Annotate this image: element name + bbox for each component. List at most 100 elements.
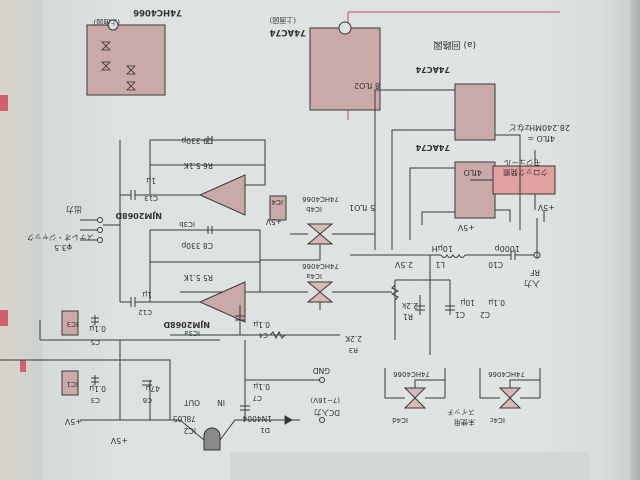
pinout-4066-title: 74HC4066	[133, 7, 182, 17]
c10-value: 1000p	[495, 244, 520, 253]
c6-value: 47μ	[145, 384, 160, 393]
ic1-supply: +5V	[64, 417, 82, 426]
l1-ref: L1	[435, 260, 445, 269]
ic1b-flipflop	[454, 83, 496, 141]
c12-ref: C12	[138, 308, 152, 316]
ic4c-ref: IC4c	[490, 416, 505, 424]
l1-value: 10μH	[432, 244, 453, 253]
c13-value: 1μ	[146, 176, 156, 185]
osc-label-line2: モジュール	[504, 158, 541, 167]
ic2-ref: IC2	[184, 426, 196, 435]
rf-input-label2: 入力	[524, 279, 540, 289]
pinout-74-title: 74AC74	[269, 27, 306, 37]
ic4d-part: 74HC4066	[393, 370, 430, 378]
ic1a-part-label: 74AC74	[415, 143, 450, 152]
ic3a-part: NJM2068D	[163, 320, 210, 329]
ic1a-output-label: 5 fLO1	[349, 203, 375, 212]
d1-part: 1N4004	[242, 414, 272, 423]
output-jack-type: ステレオ・ジャック	[27, 233, 94, 242]
c3-value: 0.1μ	[89, 384, 106, 393]
supply-label: +5V	[537, 203, 555, 212]
gnd-label: GND	[313, 366, 330, 375]
c4-ref: C4	[258, 331, 268, 339]
c10-ref: C10	[488, 260, 503, 269]
d1-ref: D1	[260, 426, 270, 434]
osc-output-label: 4fLO	[464, 168, 482, 177]
pinout-74-view: (上面図)	[269, 16, 296, 25]
page-gutter	[0, 0, 42, 480]
c7-value: 0.1μ	[253, 382, 270, 391]
analog-switch-ic4b	[306, 223, 334, 245]
analog-switch-ic4c	[498, 387, 522, 409]
freq-note-line1: 4fLO =	[527, 134, 555, 143]
ic4a-part: 74HC4066	[302, 262, 339, 270]
ic1b-part-label: 74AC74	[415, 65, 450, 74]
ic4-supply: +5V	[265, 217, 282, 226]
main-supply: +5V	[110, 436, 128, 445]
supply-label: +5V	[457, 223, 475, 232]
opamp-ic3a	[198, 281, 246, 323]
c12-value: 1μ	[142, 290, 152, 299]
footer-band	[230, 452, 590, 480]
dc-input-range: (7~16V)	[310, 396, 340, 404]
regulator-ic2	[203, 427, 221, 451]
r6-label: R6 5.1K	[183, 161, 213, 170]
ic3-ref: IC3	[67, 320, 78, 328]
ic2-in-label: IN	[217, 398, 225, 407]
ic4-ref: IC4	[271, 198, 283, 206]
c2-ref: C2	[480, 310, 490, 319]
analog-switch-ic4d	[403, 387, 427, 409]
ic4d-ref: IC4d	[392, 416, 408, 424]
c4-value: 0.1μ	[253, 320, 270, 329]
ic2-part: 78L05	[173, 414, 196, 423]
osc-label-line1: クロック発振	[503, 168, 548, 178]
c5-ref: C5	[91, 338, 100, 346]
c6-ref: C6	[142, 396, 152, 404]
ic1-power-box	[61, 370, 79, 396]
r1-ref: R1	[403, 312, 413, 321]
r3-value: 2.2K	[344, 334, 362, 343]
r3-ref: R3	[349, 346, 358, 354]
c3-ref: C3	[91, 396, 100, 404]
pinout-74hc4066	[86, 19, 166, 96]
c9-label: C9 330p	[181, 136, 213, 145]
ic4b-ref: IC4b	[306, 205, 322, 213]
c8-label: C8 330p	[181, 241, 213, 250]
c1-value: 10μ	[460, 298, 475, 307]
r1-value: 2.2k	[401, 301, 418, 310]
ic3b-ref: IC3b	[179, 220, 195, 228]
output-jack-size: φ3.5	[54, 243, 72, 252]
unused-note-line2: スイッチ	[447, 408, 475, 416]
ic3a-ref: IC3a	[184, 329, 200, 337]
bias-voltage: 2.5V	[394, 260, 413, 269]
ic2-out-label: OUT	[184, 398, 200, 407]
pinout-74ac74	[309, 21, 381, 111]
pinout-4066-view: (上面図)	[93, 18, 120, 27]
ic1a-flipflop	[454, 161, 496, 219]
ic1-ref: IC1	[67, 380, 78, 388]
index-tab-mark	[20, 360, 26, 372]
figure-caption: (a) 回路図	[434, 39, 476, 51]
index-tab-mark	[0, 95, 8, 111]
ic4c-part: 74HC4066	[488, 370, 525, 378]
ic3-power-box	[61, 310, 79, 336]
page-edge-shadow	[630, 0, 640, 480]
c7-ref: C7	[253, 394, 262, 402]
ic4-power-box	[269, 195, 287, 221]
ic3b-part: NJM2068D	[115, 211, 162, 220]
index-tab-mark	[0, 310, 8, 326]
unused-note-line1: 未使用	[454, 418, 475, 427]
ic4b-part: 74HC4066	[302, 195, 339, 203]
r5-label: R5 5.1K	[183, 273, 213, 282]
c5-value: 0.1μ	[89, 324, 106, 333]
dc-input-label: DC入力	[314, 408, 340, 418]
c2-value: 0.1μ	[488, 298, 505, 307]
c13-ref: C13	[144, 194, 158, 202]
freq-note-line2: 28.240MHzなど	[509, 123, 570, 132]
output-jack-label: 出力	[66, 205, 82, 215]
opamp-ic3b	[198, 174, 246, 216]
c1-ref: C1	[455, 310, 465, 319]
ic1b-output-label: 8 fLO2	[354, 81, 380, 90]
analog-switch-ic4a	[306, 281, 334, 303]
